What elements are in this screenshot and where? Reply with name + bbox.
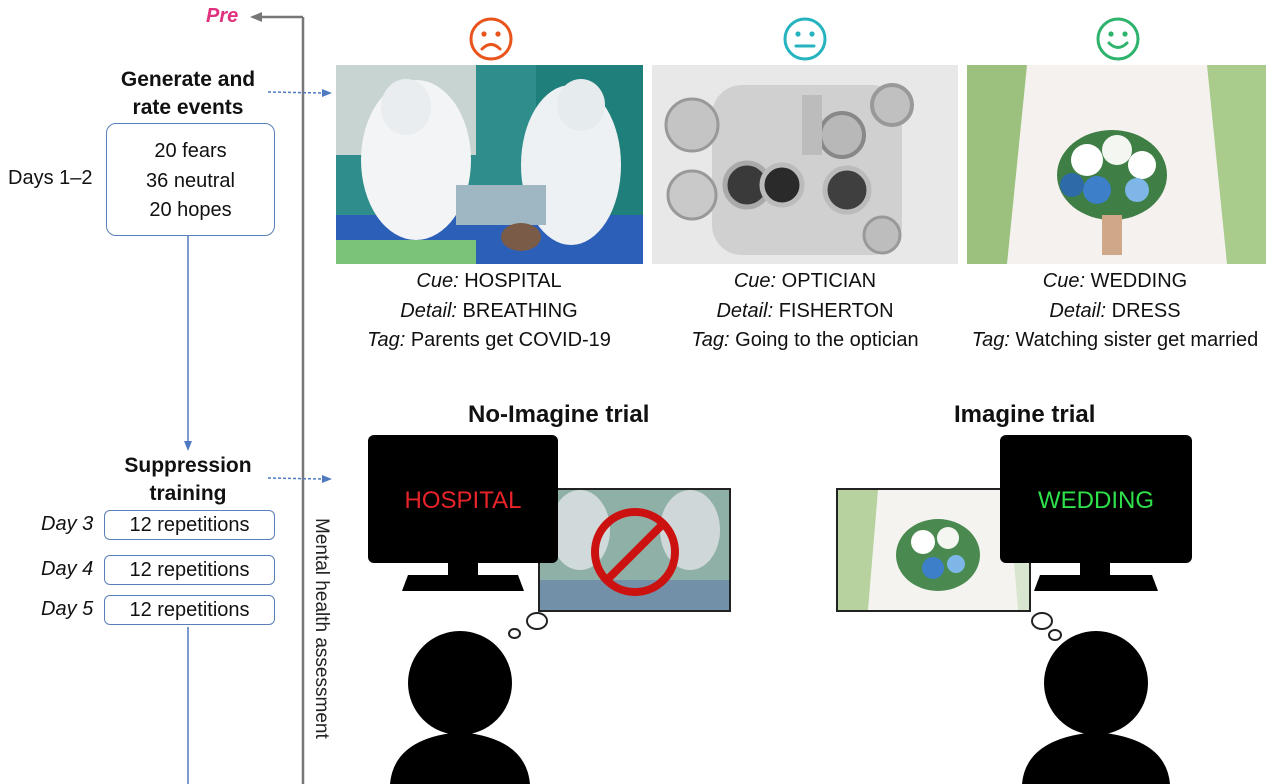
imagine-monitor: WEDDING: [1000, 435, 1192, 563]
day-label: Day 5: [41, 598, 94, 620]
happy-face-icon: [1096, 17, 1140, 61]
person-silhouette: [1022, 631, 1170, 784]
detail-key: Detail:: [400, 299, 457, 322]
imagine-cue-word: WEDDING: [1038, 487, 1154, 514]
monitor-stand: [1034, 563, 1158, 591]
repetitions-box: 12 repetitions: [104, 555, 275, 585]
no-imagine-trial-title: No-Imagine trial: [468, 401, 650, 428]
repetitions-box: 12 repetitions: [104, 510, 275, 540]
hopes-count: 20 hopes: [149, 199, 232, 221]
cue-value: OPTICIAN: [781, 270, 877, 292]
suppression-title-line1: Suppression: [124, 454, 252, 477]
neutral-count: 36 neutral: [146, 169, 235, 192]
suppressed-memory-thought: [538, 488, 731, 612]
repetitions-label: 12 repetitions: [129, 514, 250, 536]
neutral-face-icon: [783, 17, 827, 61]
days-label: Days 1–2: [8, 167, 93, 189]
repetitions-label: 12 repetitions: [129, 599, 250, 621]
thought-bubble-dot: [508, 628, 521, 639]
event-caption: Cue: HOSPITAL Detail: BREATHING Tag: Par…: [339, 267, 639, 356]
suppression-step-title: Suppression training: [96, 452, 280, 508]
tag-value: Going to the optician: [735, 329, 919, 351]
repetitions-box: 12 repetitions: [104, 595, 275, 625]
cue-value: WEDDING: [1090, 270, 1188, 292]
thought-bubble-dot: [1031, 612, 1053, 630]
day-label: Day 4: [41, 558, 94, 580]
detail-value: BREATHING: [462, 299, 578, 322]
event-caption: Cue: WEDDING Detail: DRESS Tag: Watching…: [950, 267, 1280, 356]
tag-key: Tag:: [367, 329, 406, 351]
repetitions-label: 12 repetitions: [129, 559, 250, 581]
generate-step-title: Generate and rate events: [96, 66, 280, 122]
wedding-photo: [967, 65, 1266, 264]
detail-key: Detail:: [1049, 299, 1107, 322]
person-silhouette: [390, 631, 530, 784]
detail-value: DRESS: [1111, 299, 1181, 322]
mental-health-assessment-label: Mental health assessment: [311, 518, 332, 739]
no-imagine-monitor: HOSPITAL: [368, 435, 558, 563]
cue-value: HOSPITAL: [464, 270, 562, 292]
generate-title-line2: rate events: [132, 96, 244, 119]
fears-count: 20 fears: [154, 140, 227, 162]
day-label: Day 3: [41, 513, 94, 535]
pre-label: Pre: [206, 5, 239, 27]
hospital-photo: [336, 65, 643, 264]
no-imagine-cue-word: HOSPITAL: [404, 487, 522, 514]
monitor-stand: [402, 563, 524, 591]
thought-bubble-dot: [1048, 629, 1062, 641]
tag-key: Tag:: [691, 329, 730, 351]
tag-value: Watching sister get married: [1015, 329, 1259, 351]
suppression-title-line2: training: [149, 482, 227, 505]
imagined-memory-thought: [836, 488, 1031, 612]
tag-key: Tag:: [971, 329, 1010, 351]
detail-value: FISHERTON: [778, 299, 894, 322]
sad-face-icon: [469, 17, 513, 61]
optician-photo: [652, 65, 958, 264]
generate-title-line1: Generate and: [120, 68, 256, 91]
thought-bubble-dot: [526, 612, 548, 630]
imagine-trial-title: Imagine trial: [954, 401, 1096, 428]
cue-key: Cue:: [1042, 270, 1085, 292]
detail-key: Detail:: [716, 299, 774, 322]
event-caption: Cue: OPTICIAN Detail: FISHERTON Tag: Goi…: [654, 267, 956, 356]
tag-value: Parents get COVID-19: [410, 329, 611, 351]
event-counts-box: 20 fears 36 neutral 20 hopes: [106, 123, 275, 236]
cue-key: Cue:: [733, 270, 777, 292]
cue-key: Cue:: [416, 270, 459, 292]
